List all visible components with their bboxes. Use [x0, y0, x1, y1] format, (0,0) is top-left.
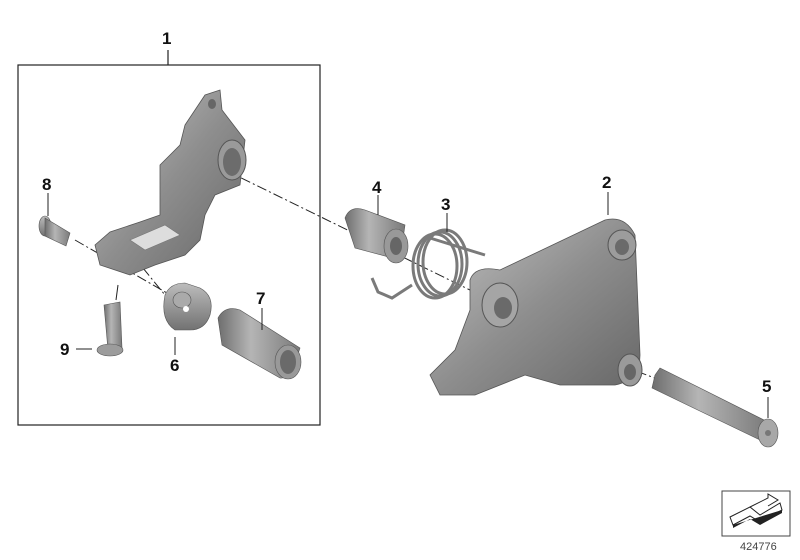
round-head-pin-part: [96, 284, 124, 357]
callout-7[interactable]: 7: [256, 289, 266, 308]
bolt-part: [651, 367, 779, 448]
catalog-number: 424776: [740, 541, 777, 553]
torsion-spring-part: [370, 228, 486, 300]
callout-1[interactable]: 1: [162, 29, 172, 48]
bushing-part: [344, 208, 409, 264]
assembly-group-box: [17, 50, 321, 426]
callout-5[interactable]: 5: [762, 377, 772, 396]
lever-arm-part: [94, 89, 247, 276]
bracket-part: [429, 218, 643, 396]
callout-2[interactable]: 2: [602, 173, 612, 192]
callout-4[interactable]: 4: [372, 178, 382, 197]
navigation-arrow-icon[interactable]: [721, 490, 791, 537]
eccentric-washer-part: [163, 282, 212, 331]
callout-3[interactable]: 3: [441, 195, 451, 214]
callout-9[interactable]: 9: [60, 340, 70, 359]
callout-6[interactable]: 6: [170, 356, 180, 375]
leader-lines: [47, 192, 769, 418]
sleeve-part: [217, 308, 302, 380]
countersunk-pin-part: [38, 215, 71, 247]
callout-8[interactable]: 8: [42, 175, 52, 194]
